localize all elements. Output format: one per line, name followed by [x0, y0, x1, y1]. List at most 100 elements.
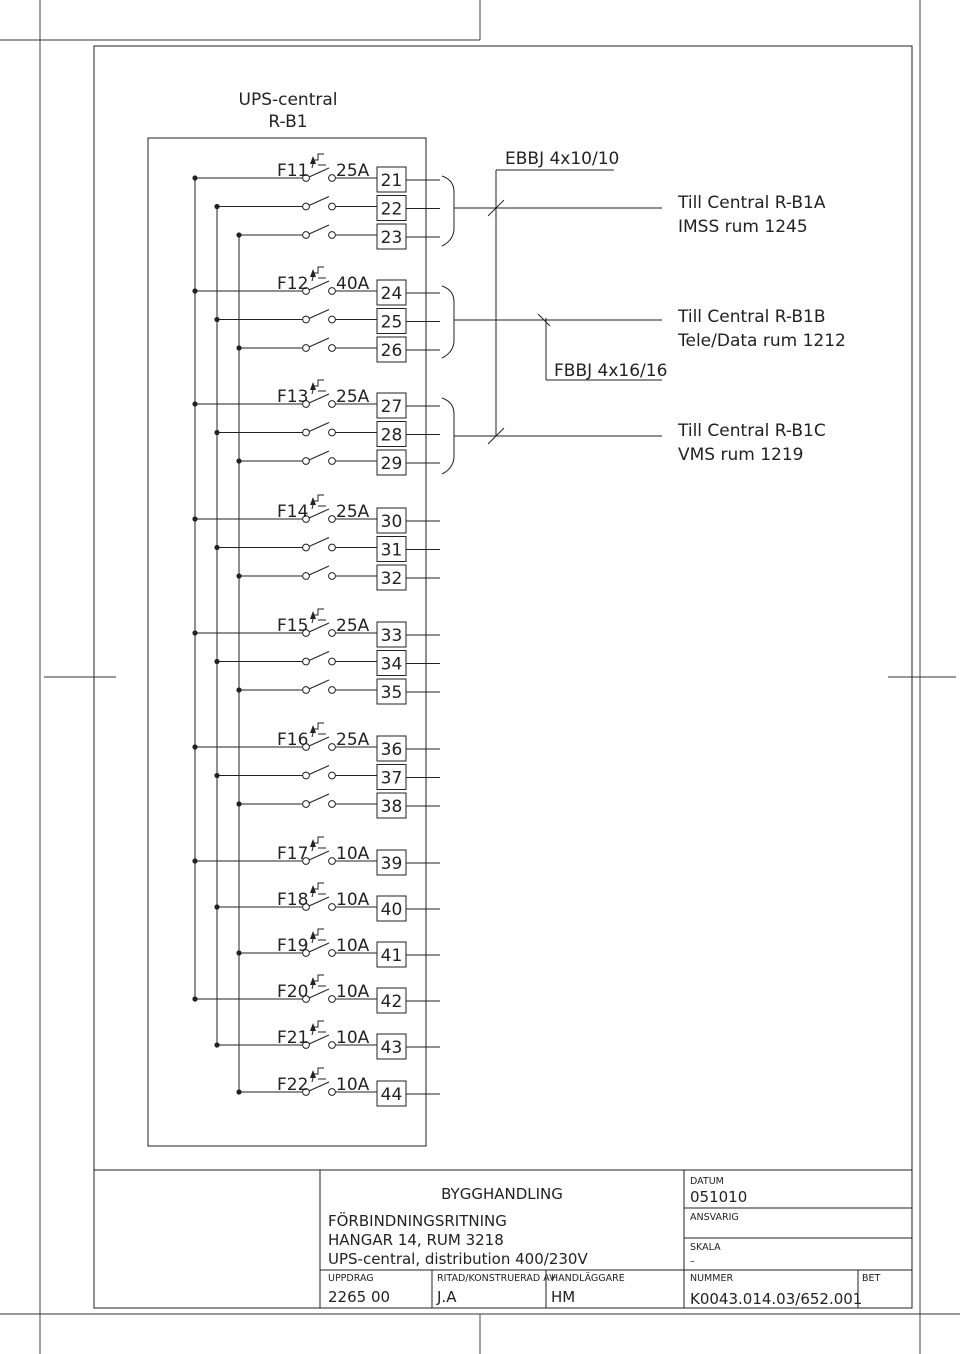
contact-terminal-in [302, 428, 310, 437]
switch-blade [308, 422, 330, 432]
breaker-id: F18 [277, 890, 308, 910]
terminal-number: 26 [381, 341, 403, 361]
trip-arrow-icon [310, 1023, 316, 1031]
destination-2: Till Central R-B1B Tele/Data rum 1212 [677, 307, 846, 351]
breaker-id: F22 [277, 1075, 308, 1095]
breaker-id: F11 [277, 161, 308, 181]
contact-terminal-in [302, 1041, 310, 1049]
switch-blade [308, 896, 330, 907]
uppdrag-value: 2265 00 [328, 1288, 390, 1306]
contact-terminal-in [302, 771, 310, 780]
contact-terminal-out [328, 1088, 336, 1096]
ansvarig-label: ANSVARIG [690, 1212, 739, 1223]
nummer-value: K0043.014.03/652.001 [690, 1290, 862, 1308]
switch-blade [308, 736, 330, 747]
bus-bars [194, 178, 240, 1092]
breaker-rating: 25A [336, 161, 370, 181]
nummer-label: NUMMER [690, 1273, 733, 1284]
terminal-number: 28 [381, 426, 403, 446]
contact-terminal-out [328, 515, 336, 523]
trip-arrow-icon [310, 1070, 316, 1078]
contact-terminal-in [302, 572, 310, 580]
terminal-number: 44 [381, 1085, 403, 1105]
contact-terminal-in [302, 743, 310, 751]
terminal-number: 32 [381, 569, 403, 589]
switch-blade [308, 280, 330, 291]
contact-terminal-out [328, 657, 336, 666]
terminal-number: 24 [381, 284, 403, 304]
breaker-rating: 10A [336, 982, 370, 1002]
destination-1-name: Till Central R-B1A [677, 193, 826, 213]
datum-label: DATUM [690, 1176, 724, 1187]
drawing-description: UPS-central, distribution 400/230V [328, 1250, 588, 1268]
contact-terminal-in [302, 629, 310, 637]
contact-terminal-in [302, 657, 310, 666]
contact-terminal-out [328, 428, 336, 437]
contact-terminal-out [328, 572, 336, 580]
contact-terminal-out [328, 686, 336, 694]
switch-blade [308, 942, 330, 953]
terminal-number: 29 [381, 454, 403, 474]
trip-arrow-icon [310, 725, 316, 733]
contact-terminal-in [302, 457, 310, 465]
destination-3: Till Central R-B1C VMS rum 1219 [677, 421, 826, 465]
destination-3-name: Till Central R-B1C [677, 421, 826, 441]
breaker-id: F12 [277, 274, 308, 294]
contact-terminal-out [328, 174, 336, 182]
breaker-f22: 44 F22 10A [236, 1067, 440, 1107]
trip-arrow-icon [310, 611, 316, 619]
contact-terminal-out [328, 800, 336, 808]
terminal-number: 25 [381, 313, 403, 333]
breaker-rating: 25A [336, 387, 370, 407]
trip-arrow-icon [310, 839, 316, 847]
breaker-rating: 10A [336, 890, 370, 910]
trip-arrow-icon [310, 382, 316, 390]
contact-terminal-out [328, 995, 336, 1003]
handlaggare-label: HANDLÄGGARE [551, 1273, 625, 1284]
breaker-id: F21 [277, 1028, 308, 1048]
skala-value: – [690, 1256, 695, 1267]
trip-arrow-icon [310, 269, 316, 277]
contact-terminal-out [328, 949, 336, 957]
drawing-location: HANGAR 14, RUM 3218 [328, 1231, 504, 1249]
outgoing-cables [454, 169, 662, 445]
breaker-id: F20 [277, 982, 308, 1002]
contact-terminal-out [328, 400, 336, 408]
breaker-rating: 25A [336, 616, 370, 636]
contact-terminal-out [328, 771, 336, 780]
cable-label-upper: EBBJ 4x10/10 [505, 149, 619, 169]
bet-label: BET [862, 1273, 881, 1284]
terminal-number: 33 [381, 626, 403, 646]
switch-blade [308, 393, 330, 404]
handlaggare-value: HM [551, 1288, 575, 1306]
trip-arrow-icon [310, 497, 316, 505]
contact-terminal-in [302, 315, 310, 324]
breaker-id: F14 [277, 502, 308, 522]
cable-label-lower: FBBJ 4x16/16 [554, 361, 667, 381]
contact-terminal-out [328, 287, 336, 295]
switch-blade [308, 1034, 330, 1045]
terminal-number: 21 [381, 171, 403, 191]
contact-terminal-out [328, 903, 336, 911]
breaker-id: F19 [277, 936, 308, 956]
breaker-rating: 10A [336, 1075, 370, 1095]
drawing-frame [93, 45, 913, 1309]
destination-2-name: Till Central R-B1B [677, 307, 826, 327]
datum-value: 051010 [690, 1188, 747, 1206]
switch-blade [308, 167, 330, 178]
contact-terminal-out [328, 629, 336, 637]
breaker-rating: 10A [336, 844, 370, 864]
terminal-number: 31 [381, 541, 403, 561]
switch-blade [308, 309, 330, 319]
